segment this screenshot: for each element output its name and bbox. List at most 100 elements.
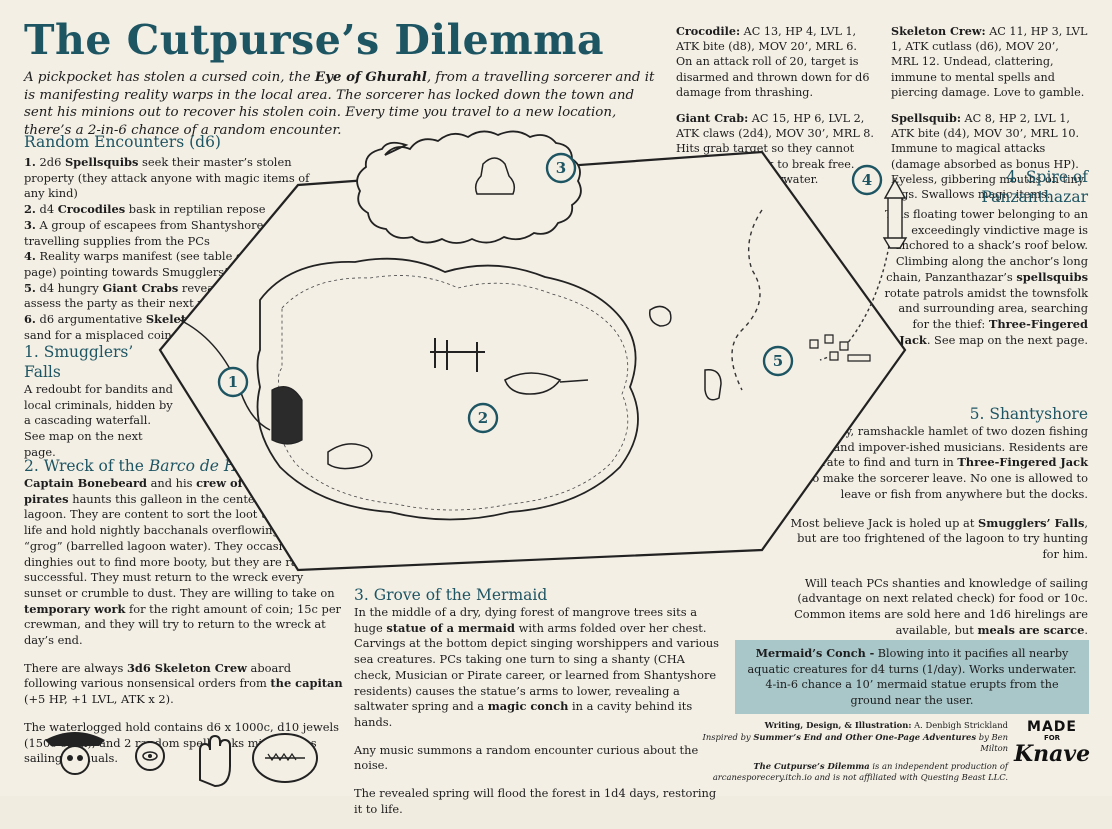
- shantyshore-text: to make the sorcerer leave. No one is al…: [807, 471, 1088, 501]
- wreck-text: for the right amount of coin; 15c per cr…: [24, 601, 342, 648]
- shantyshore-text: , but are too frightened of the lagoon t…: [797, 515, 1088, 561]
- magic-conch: magic conch: [487, 699, 569, 714]
- mermaids-conch-box: Mermaid’s Conch - Blowing into it pacifi…: [735, 640, 1089, 715]
- encounter-creature: Giant Crabs: [102, 280, 179, 295]
- giant-crab-label: Giant Crab:: [676, 111, 749, 126]
- crocodile-text: AC 13, HP 4, LVL 1, ATK bite (d8), MOV 2…: [676, 25, 870, 99]
- waterfall-icon: [271, 386, 303, 445]
- encounter-number: 3.: [24, 217, 36, 232]
- wreck-text: haunts this galleon in the center of a l…: [24, 491, 343, 600]
- shantyshore-text: .: [1084, 622, 1088, 637]
- wreck-text: There are always: [24, 660, 127, 675]
- spire-heading: 4. Spire of Panzanthazar: [884, 167, 1088, 207]
- skeleton-crew-stats: Skeleton Crew: AC 11, HP 3, LVL 1, ATK c…: [891, 24, 1089, 100]
- spire-text-part: . See map on the next page.: [926, 332, 1088, 347]
- grove-text: In the middle of a dry, dying forest of …: [354, 605, 697, 635]
- encounter-number: 4.: [24, 249, 36, 264]
- spire-text-part: This floating tower belonging to an exce…: [885, 207, 1088, 284]
- random-encounter-item: 2. d4 Crocodiles bask in reptilian repos…: [24, 202, 324, 218]
- conch-text: Blowing into it pacifies all nearby aqua…: [747, 647, 1077, 707]
- shantyshore-text: A seedy, ramshackle hamlet of two dozen …: [784, 424, 1088, 470]
- spellsquibs-term: spellsquibs: [1016, 269, 1088, 284]
- marker-5-label: 5: [773, 352, 783, 370]
- coin-name: Eye of Ghurahl: [314, 69, 427, 85]
- made-for-knave-logo: MADE FOR Knave: [1014, 720, 1090, 770]
- smugglers-falls-heading: 1. Smugglers’ Falls: [24, 343, 134, 381]
- grove-paragraph-2: Any music summons a random encounter cur…: [354, 742, 699, 773]
- credits-inspired-pre: Inspired by: [702, 731, 754, 742]
- intro-text-2: , from a travelling sorcerer and it is m…: [24, 70, 655, 138]
- meals-scarce: meals are scarce: [977, 622, 1085, 637]
- pier-rock-icon: [704, 369, 722, 401]
- smugglers-falls-text: A redoubt for bandits and local criminal…: [24, 382, 173, 459]
- encounter-text: seek their master’s stolen property (the…: [24, 155, 310, 201]
- wreck-heading-pre: 2. Wreck of the: [24, 457, 149, 475]
- credits-inspired-works: Summer’s End and Other One-Page Adventur…: [753, 731, 977, 742]
- pirate-skull-icon: [45, 732, 105, 775]
- smugglers-falls-section: 1. Smugglers’ Falls A redoubt for bandit…: [24, 342, 174, 461]
- encounter-text: d4 hungry: [35, 280, 103, 295]
- marker-2-label: 2: [478, 409, 488, 427]
- logo-knave: Knave: [1014, 741, 1091, 767]
- credits-inspired-line: Inspired by Summer’s End and Other One-P…: [700, 732, 1008, 755]
- shantyshore-section: 5. Shantyshore A seedy, ramshackle hamle…: [780, 404, 1088, 651]
- temporary-work: temporary work: [24, 601, 126, 616]
- lagoon-inner-shore: [276, 275, 629, 511]
- marker-4-label: 4: [862, 171, 872, 189]
- credits-title: The Cutpurse’s Dilemma: [753, 760, 870, 771]
- credits-inspired-post: by Ben Milton: [976, 731, 1008, 754]
- credits-author-line: Writing, Design, & Illustration: A. Denb…: [700, 720, 1008, 732]
- conch-label: Mermaid’s Conch -: [755, 646, 875, 660]
- skeleton-crew-count: 3d6 Skeleton Crew: [126, 660, 247, 675]
- skeleton-crew-label: Skeleton Crew:: [891, 24, 986, 38]
- map-marker-5: 5: [762, 345, 794, 377]
- wreck-paragraph-2: There are always 3d6 Skeleton Crew aboar…: [24, 661, 344, 708]
- spellsquib-stats: Spellsquib: AC 8, HP 2, LVL 1, ATK bite …: [891, 111, 1089, 202]
- shantyshore-paragraph-3: Will teach PCs shanties and knowledge of…: [780, 576, 1088, 639]
- spellsquib-label: Spellsquib:: [891, 111, 961, 126]
- shantyshore-paragraph-1: A seedy, ramshackle hamlet of two dozen …: [780, 424, 1088, 503]
- wreck-text: aboard following various nonsensical ord…: [24, 660, 292, 691]
- spire-section: 4. Spire of Panzanthazar This floating to…: [884, 167, 1088, 348]
- credits-affiliation-line: arcanesporecery.itch.io and is not affil…: [712, 772, 1008, 782]
- credits-label: Writing, Design, & Illustration:: [764, 720, 912, 730]
- lagoon-shape: [256, 257, 639, 521]
- captain-name: Captain Bonebeard: [24, 476, 147, 490]
- spire-text-part: rotate patrols amidst the townsfolk and …: [884, 285, 1088, 331]
- trail-path: [731, 209, 763, 391]
- mermaid-statue-icon: [474, 157, 516, 195]
- wreck-paragraph-1: Captain Bonebeard and his crew of skelet…: [24, 476, 344, 649]
- floating-tower-icon: [882, 178, 908, 249]
- logo-for: FOR: [1043, 734, 1061, 742]
- three-fingered-hand-icon: [199, 734, 231, 788]
- decorative-icon-row: [45, 732, 318, 788]
- encounter-number: 1.: [24, 155, 36, 169]
- map-marker-4: 4: [851, 164, 883, 196]
- shantyshore-village-icon: [809, 334, 871, 362]
- random-encounter-item: 1. 2d6 Spellsquibs seek their master’s s…: [24, 155, 324, 202]
- credits-author: A. Denbigh Strickland: [911, 720, 1008, 730]
- grove-section: 3. Grove of the Mermaid In the middle of…: [354, 585, 724, 829]
- map-marker-1: 1: [217, 366, 249, 398]
- three-fingered-jack: Three-Fingered Jack: [957, 455, 1088, 470]
- shantyshore-heading: 5. Shantyshore: [969, 405, 1088, 423]
- dinghy-icon: [504, 372, 589, 395]
- encounter-number: 2.: [24, 202, 36, 217]
- encounter-text: d4: [35, 202, 58, 217]
- random-encounters-heading: Random Encounters (d6): [24, 133, 221, 151]
- stat-block-column-2: Skeleton Crew: AC 11, HP 3, LVL 1, ATK c…: [891, 24, 1089, 213]
- marker-1-label: 1: [228, 373, 238, 391]
- spire-heading-line-2: Panzanthazar: [981, 188, 1088, 206]
- mermaid-statue: statue of a mermaid: [386, 620, 515, 635]
- intro-paragraph: A pickpocket has stolen a cursed coin, t…: [24, 69, 659, 139]
- skeleton-crew-text: AC 11, HP 3, LVL 1, ATK cutlass (d6), MO…: [891, 25, 1088, 99]
- logo-made: MADE: [1027, 719, 1077, 735]
- wreck-text: and his: [146, 476, 197, 490]
- grove-text: in a cavity behind its hands.: [354, 699, 693, 729]
- credits: Writing, Design, & Illustration: A. Denb…: [700, 720, 1008, 784]
- credits-production-line: The Cutpurse’s Dilemma is an independent…: [700, 761, 1008, 773]
- the-capitan: the capitan: [270, 676, 343, 691]
- wreck-text: (+5 HP, +1 LVL, ATK x 2).: [24, 692, 174, 707]
- encounter-creature: Spellsquibs: [64, 155, 139, 169]
- spire-heading-line-1: 4. Spire of: [1006, 168, 1088, 186]
